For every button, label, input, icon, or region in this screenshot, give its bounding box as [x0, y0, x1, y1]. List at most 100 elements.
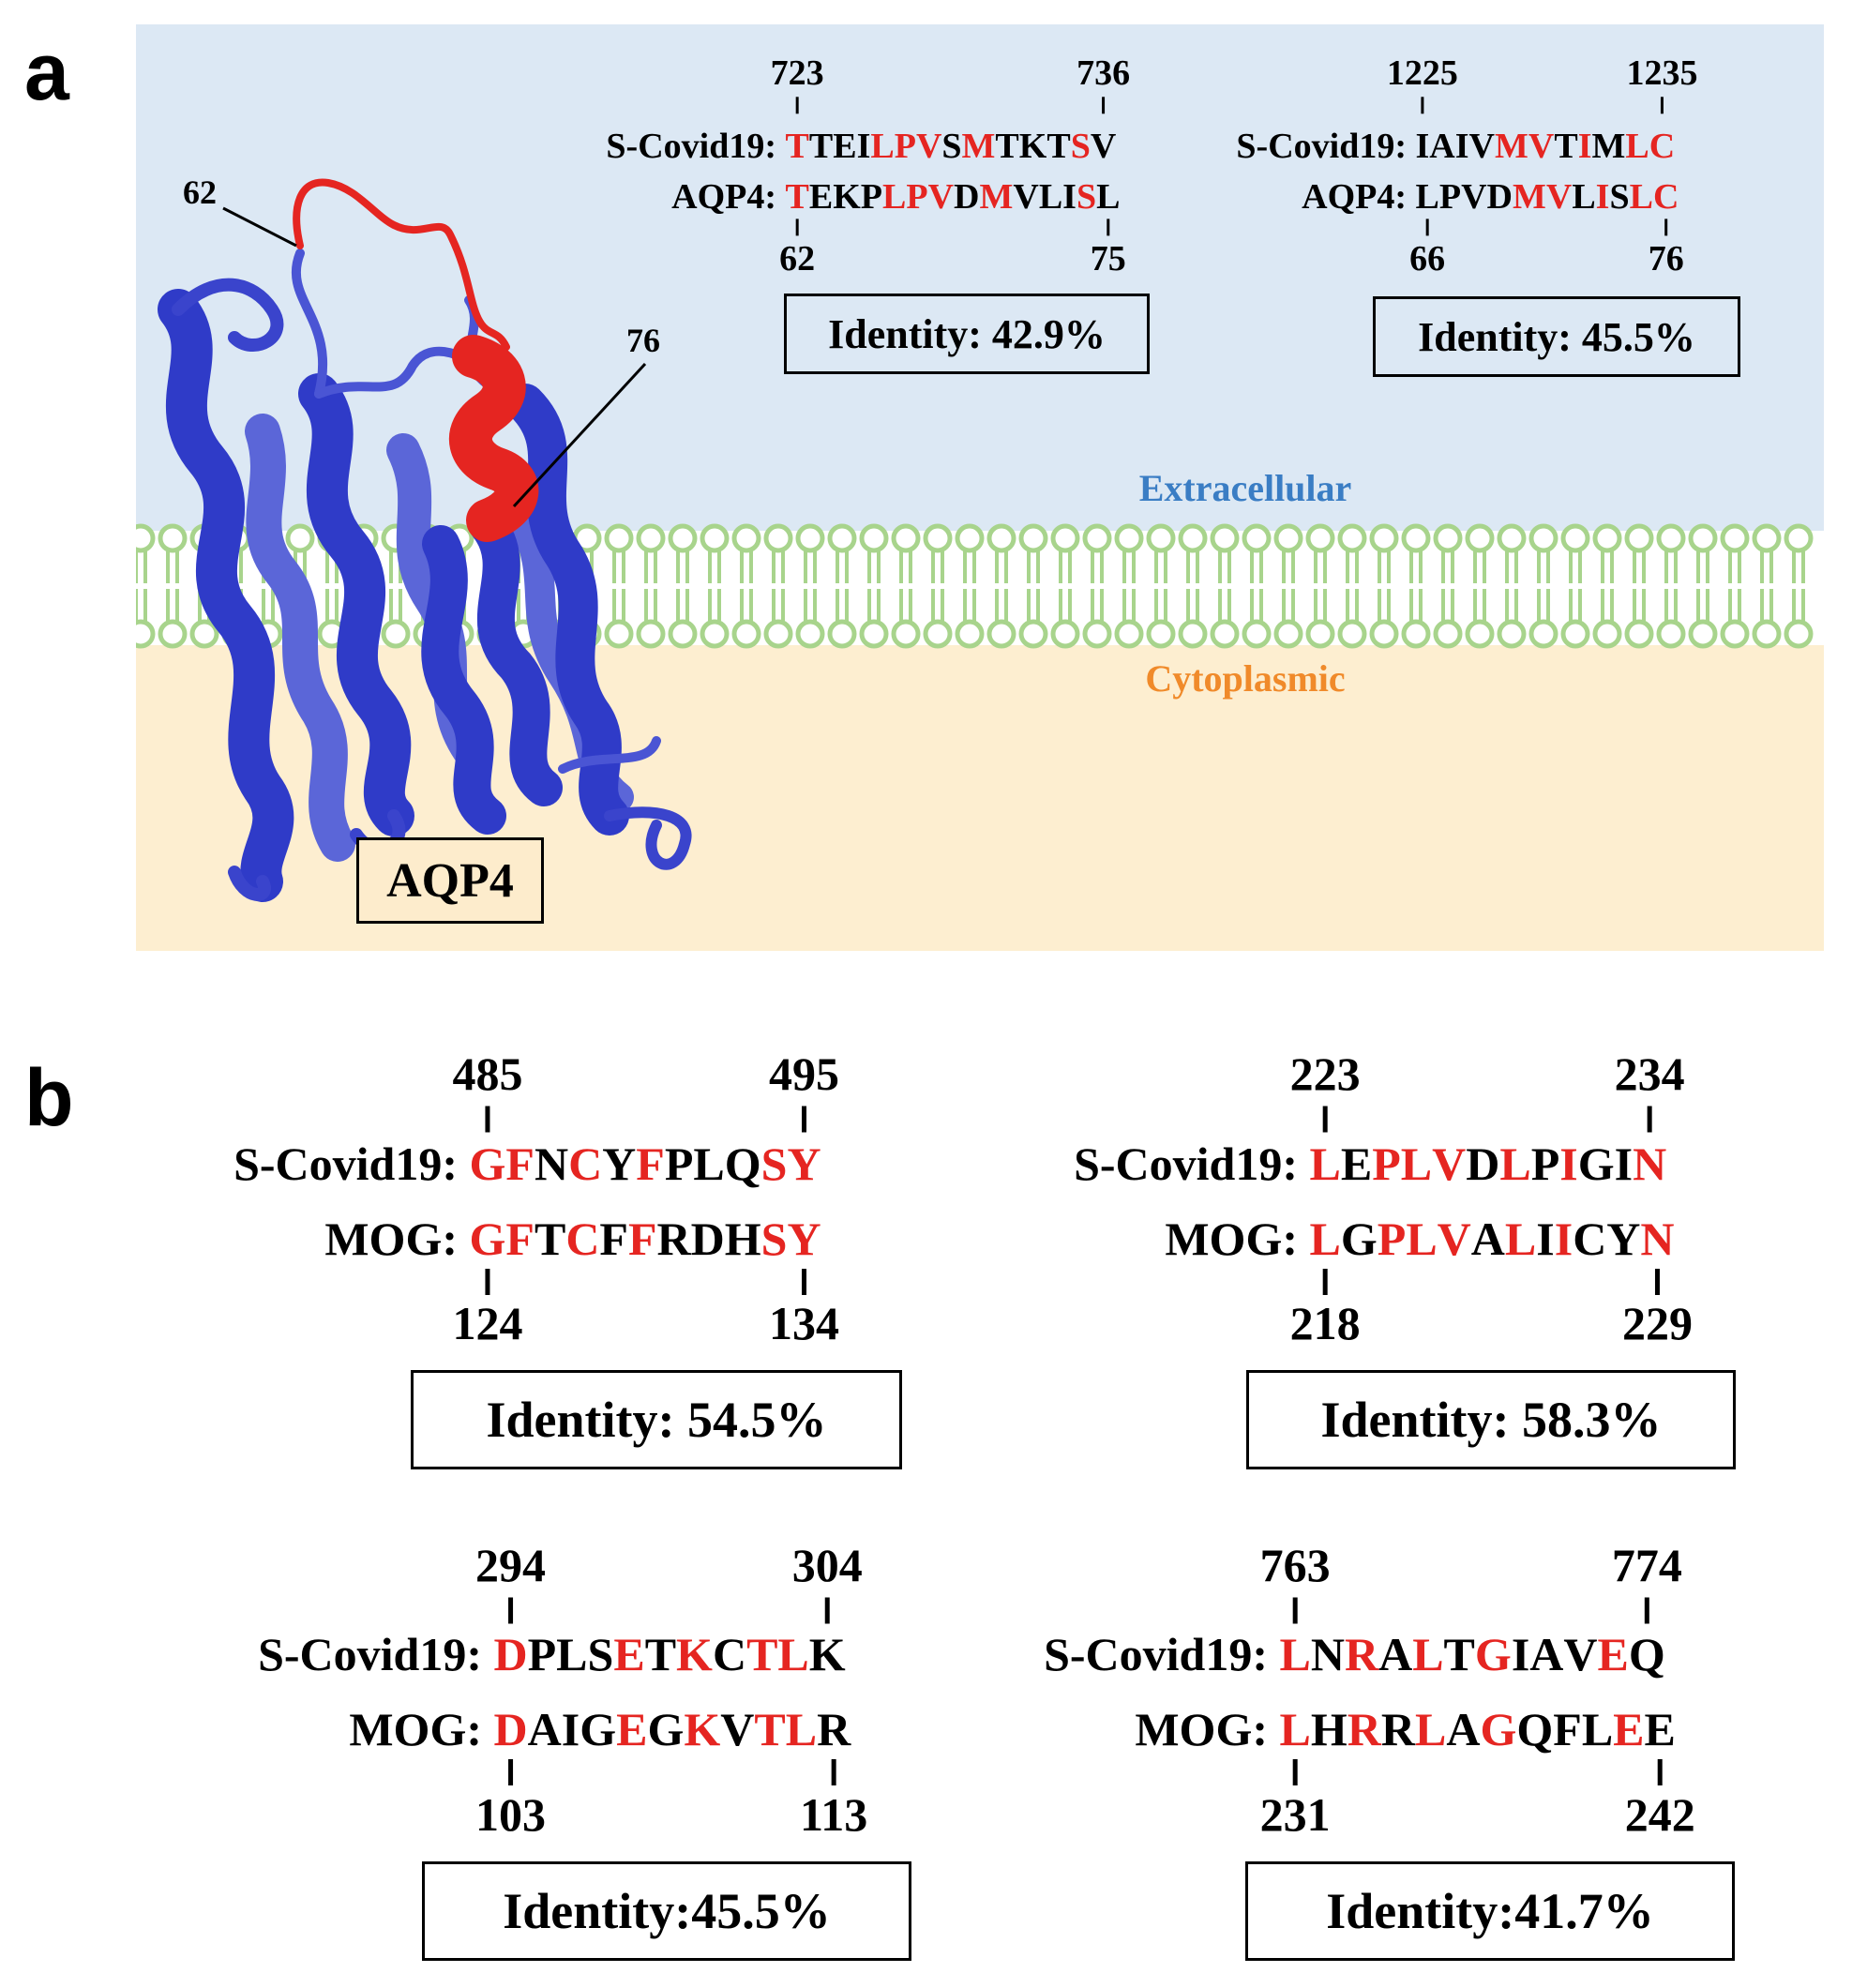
residue-different: D — [954, 177, 979, 217]
residue-identical: Y — [787, 1137, 821, 1190]
residue-identical: L — [1310, 1212, 1341, 1265]
position-end-bottom: 113 — [800, 1788, 867, 1841]
identity-box-b1: Identity: 54.5% — [411, 1370, 902, 1469]
residue-different: P — [528, 1628, 557, 1680]
lipid-head — [1305, 619, 1335, 649]
lipid-head — [1337, 523, 1367, 553]
marker-62-pointer — [222, 206, 297, 248]
residue-identical: V — [928, 177, 955, 217]
position-start-bottom: 103 — [475, 1788, 546, 1841]
lipid-head — [1050, 619, 1080, 649]
residue-identical: E — [1613, 1703, 1644, 1755]
alignment-b1-row1-name: S-Covid19: — [233, 1137, 458, 1190]
panel-b-letter: b — [24, 1053, 74, 1143]
residue-identical: I — [1559, 1137, 1577, 1190]
residue-identical: T — [754, 1703, 785, 1755]
residue-different: E — [1341, 1137, 1372, 1190]
residue-identical: L — [1310, 1137, 1341, 1190]
residue-different: T — [645, 1628, 676, 1680]
lipid-head — [763, 619, 793, 649]
residue-identical: V — [916, 127, 942, 166]
lipid-head — [891, 523, 921, 553]
residue-different: A — [1471, 1212, 1505, 1265]
residue-different: E — [1645, 1703, 1676, 1755]
residue-identical: L — [1415, 1703, 1446, 1755]
residue-different: L — [693, 1137, 724, 1190]
alignment-a1-row1-name: S-Covid19: — [606, 127, 776, 166]
residue-different: V — [1091, 127, 1117, 166]
lipid-head — [1433, 619, 1463, 649]
position-start-top: 723 — [771, 53, 824, 93]
residue-identical: T — [746, 1628, 777, 1680]
residue-different: Y — [1606, 1212, 1640, 1265]
residue-identical: C — [1653, 177, 1679, 217]
lipid-head — [1720, 619, 1750, 649]
residue-identical: P — [895, 127, 916, 166]
position-start-top: 485 — [452, 1047, 522, 1100]
position-end-bottom: 76 — [1649, 239, 1684, 279]
lipid-head — [189, 619, 219, 649]
position-start-bottom: 218 — [1290, 1297, 1361, 1349]
lipid-head — [986, 523, 1016, 553]
residue-different: N — [1311, 1628, 1345, 1680]
lipid-head — [158, 523, 188, 553]
lipid-head — [604, 523, 634, 553]
lipid-head — [795, 523, 825, 553]
residue-different: L — [556, 1628, 587, 1680]
residue-identical: G — [470, 1137, 506, 1190]
residue-identical: T — [786, 127, 809, 166]
lipid-head — [859, 523, 889, 553]
residue-identical: M — [1495, 127, 1528, 166]
residue-different: D — [1466, 1137, 1499, 1190]
lipid-head — [1752, 523, 1782, 553]
residue-different: Q — [1516, 1703, 1553, 1755]
residue-identical: L — [1499, 1137, 1530, 1190]
residue-different: L — [1582, 1703, 1613, 1755]
position-start-bottom: 66 — [1409, 239, 1445, 279]
residue-different: I — [1416, 127, 1430, 166]
residue-different: Y — [602, 1137, 636, 1190]
residue-different: S — [941, 127, 961, 166]
residue-identical: L — [870, 127, 894, 166]
lipid-head — [827, 523, 857, 553]
residue-identical: M — [962, 127, 996, 166]
residue-different: Q — [1629, 1628, 1665, 1680]
identity-box-a2: Identity: 45.5% — [1373, 296, 1740, 377]
lipid-head — [1210, 619, 1240, 649]
cytoplasmic-label: Cytoplasmic — [1145, 657, 1345, 700]
lipid-head — [731, 619, 761, 649]
residue-identical: F — [505, 1137, 535, 1190]
residue-identical: P — [1378, 1212, 1407, 1265]
residue-different: R — [657, 1212, 692, 1265]
residue-different: T — [535, 1212, 565, 1265]
lipid-head — [1656, 523, 1686, 553]
residue-identical: L — [882, 177, 906, 217]
residue-different: V — [1461, 177, 1487, 217]
lipid-head — [1114, 619, 1144, 649]
lipid-head — [1465, 619, 1495, 649]
residue-identical: S — [1077, 177, 1096, 217]
position-end-top: 495 — [769, 1047, 839, 1100]
residue-different: C — [713, 1628, 746, 1680]
alignment-b3-row1-name: S-Covid19: — [258, 1628, 482, 1680]
lipid-head — [668, 619, 698, 649]
lipid-head — [923, 619, 953, 649]
aqp4-highlight-region — [293, 178, 539, 542]
lipid-head — [1242, 523, 1272, 553]
residue-identical: G — [470, 1212, 506, 1265]
lipid-head — [700, 619, 730, 649]
residue-identical: F — [505, 1212, 535, 1265]
residue-identical: L — [1505, 1212, 1536, 1265]
residue-different: P — [1439, 177, 1461, 217]
lipid-head — [1592, 619, 1622, 649]
residue-different: T — [1444, 1628, 1475, 1680]
residue-different: A — [1429, 127, 1455, 166]
residue-identical: P — [906, 177, 927, 217]
residue-different: L — [1572, 177, 1595, 217]
residue-different: T — [809, 127, 833, 166]
residue-different: D — [1487, 177, 1513, 217]
lipid-head — [1273, 619, 1303, 649]
